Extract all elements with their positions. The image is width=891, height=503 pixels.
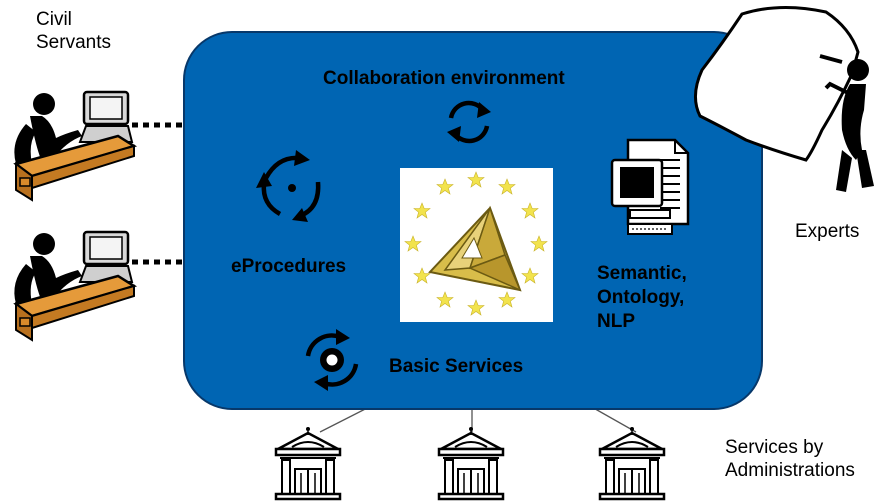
cycle-arrows-icon: [447, 100, 491, 144]
government-building-icon: [274, 425, 342, 501]
label-civil-line-1: Civil: [36, 9, 72, 30]
label-semantic-line-2: Ontology,: [597, 287, 685, 308]
person-at-computer-icon: [13, 90, 136, 202]
connector-line-right: [589, 405, 637, 433]
label-eprocedures: eProcedures: [231, 256, 347, 277]
person-at-computer-icon: [13, 230, 136, 342]
label-admin-line-2: Administrations: [725, 460, 855, 481]
label-civil-line-2: Servants: [36, 32, 111, 53]
label-basic-services: Basic Services: [389, 356, 524, 377]
label-experts: Experts: [795, 221, 860, 242]
circular-target-icon: [305, 329, 359, 391]
government-building-icon: [598, 425, 666, 501]
label-semantic-line-1: Semantic,: [597, 263, 687, 284]
government-building-icon: [437, 425, 505, 501]
label-collaboration-environment: Collaboration environment: [323, 68, 565, 89]
label-administrations: Services by Administrations: [725, 436, 855, 482]
expert-with-board-icon: [694, 6, 874, 192]
label-semantic-ontology-nlp: Semantic, Ontology, NLP: [597, 262, 687, 334]
label-semantic-line-3: NLP: [597, 311, 635, 332]
eu-triangle-logo: [400, 168, 553, 322]
label-civil-servants: Civil Servants: [36, 8, 111, 54]
document-computer-icon: [610, 138, 690, 235]
triangle-cycle-icon: [256, 150, 321, 222]
label-admin-line-1: Services by: [725, 437, 824, 458]
